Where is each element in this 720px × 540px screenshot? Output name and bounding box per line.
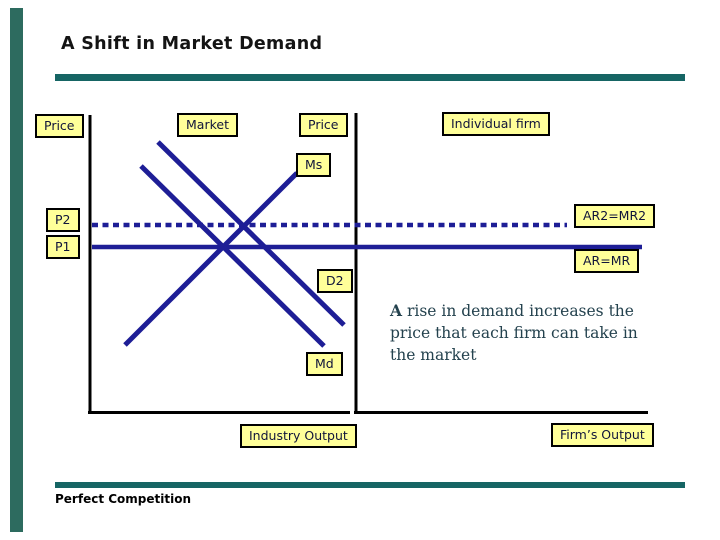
footer-topic: Perfect Competition — [55, 492, 192, 506]
d2-demand-line — [156, 140, 346, 327]
annotation-note: A rise in demand increases the price tha… — [390, 301, 638, 364]
label-d2-demand: D2 — [317, 269, 353, 294]
label-ar2-mr2: AR2=MR2 — [574, 204, 656, 229]
label-industry-output-axis: Industry Output — [240, 424, 357, 449]
slide-title: A Shift in Market Demand — [61, 34, 323, 54]
ms-supply-line — [123, 171, 299, 347]
title-divider-rule — [55, 74, 685, 81]
footer-divider-rule — [55, 482, 685, 488]
label-individual-firm-panel: Individual firm — [442, 112, 550, 137]
md-demand-line — [139, 164, 326, 348]
label-market-panel: Market — [177, 113, 238, 138]
label-md-demand: Md — [306, 352, 343, 377]
label-p1-price: P1 — [46, 235, 80, 260]
label-price-market-axis: Price — [35, 114, 84, 139]
label-ar-mr: AR=MR — [574, 249, 640, 274]
label-ms-supply: Ms — [296, 153, 332, 178]
left-accent-bar — [10, 8, 23, 532]
label-price-firm-axis: Price — [299, 113, 348, 138]
label-p2-price: P2 — [46, 208, 80, 233]
label-firms-output-axis: Firm’s Output — [551, 423, 654, 448]
